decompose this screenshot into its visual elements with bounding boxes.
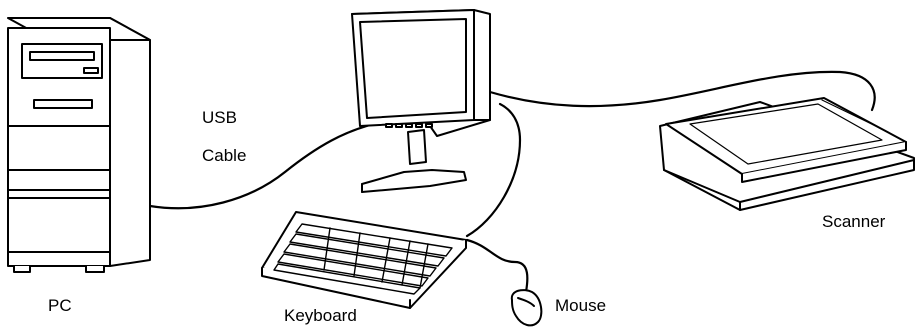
- pc-label: PC: [48, 296, 72, 316]
- keyboard-label: Keyboard: [284, 306, 357, 326]
- pc-tower-icon: [8, 18, 150, 272]
- cable-label: Cable: [202, 146, 246, 166]
- mouse-icon: [512, 290, 542, 325]
- monitor-buttons: [386, 124, 432, 127]
- cable-mouse-to-keyboard: [467, 240, 527, 292]
- cable-pc-to-monitor: [150, 125, 370, 208]
- mouse-label: Mouse: [555, 296, 606, 316]
- keyboard-icon: [262, 212, 466, 308]
- scanner-icon: [660, 98, 914, 210]
- scanner-label: Scanner: [822, 212, 885, 232]
- monitor-icon: [352, 10, 490, 192]
- usb-label: USB: [202, 108, 237, 128]
